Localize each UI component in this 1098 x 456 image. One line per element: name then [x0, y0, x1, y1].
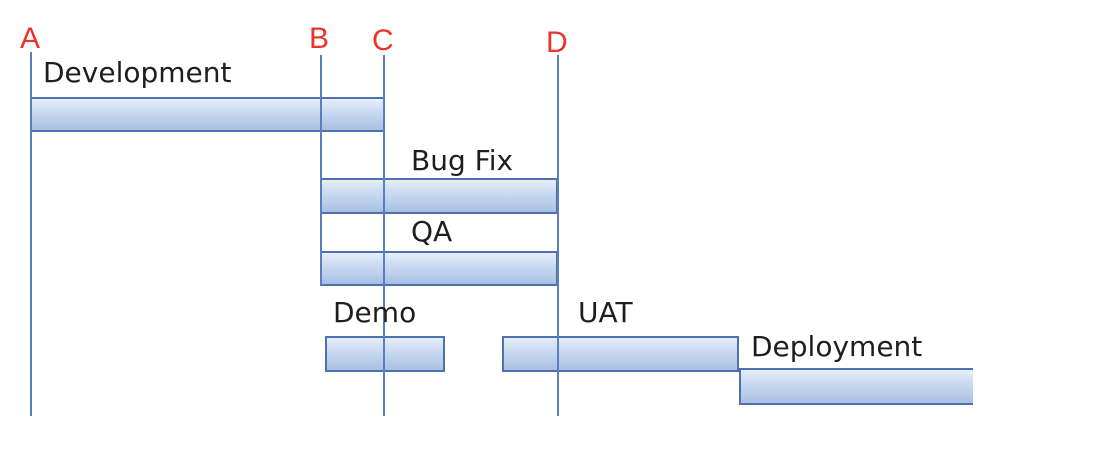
development-bar — [30, 97, 385, 132]
milestone-marker-d: D — [546, 26, 568, 59]
deployment-label: Deployment — [751, 330, 923, 363]
qa-label: QA — [411, 215, 453, 248]
uat-bar — [502, 336, 739, 372]
development-label: Development — [43, 56, 232, 89]
demo-label: Demo — [333, 296, 417, 329]
milestone-marker-c: C — [372, 24, 394, 57]
deployment-bar — [739, 368, 979, 405]
milestone-marker-a: A — [20, 22, 41, 55]
milestone-line-d — [557, 55, 559, 416]
milestone-line-c — [383, 55, 385, 416]
uat-label: UAT — [578, 296, 633, 329]
qa-bar — [320, 251, 558, 286]
crop-mask-right — [973, 0, 1098, 456]
demo-bar — [325, 336, 445, 372]
bug-fix-label: Bug Fix — [411, 144, 514, 177]
milestone-marker-b: B — [309, 22, 330, 55]
bug-fix-bar — [320, 178, 558, 214]
milestone-line-a — [30, 52, 32, 416]
milestone-line-b — [320, 55, 322, 285]
